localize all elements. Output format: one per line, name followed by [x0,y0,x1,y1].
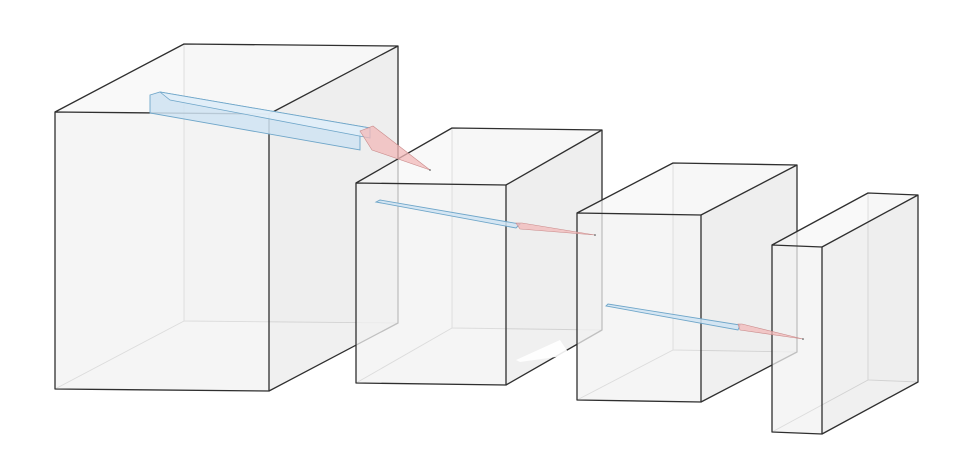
conv-volume-2-depth-edge [700,164,798,216]
conv-volume-2 [576,162,798,403]
output-volume-top-face [772,193,918,247]
kernel-3-projection-tip [802,338,804,340]
kernel-1 [149,91,431,171]
output-volume-front-face [772,245,822,434]
kernel-2-projection-tip [594,234,596,236]
conv-volume-1-top-face [356,128,602,185]
conv-volume-1-highlight [516,340,570,362]
conv-volume-2-top-face [577,163,797,215]
input-volume-top-face [55,44,398,114]
kernel-2 [374,199,596,236]
input-volume [54,43,399,392]
conv-volume-2-front-face [577,213,701,402]
input-volume-front-face [55,112,269,391]
kernel-3 [605,303,804,340]
output-volume-side-face [822,195,918,434]
conv-volume-1-front-face [356,183,506,385]
conv-volume-1 [355,127,603,386]
output-volume-depth-edge [821,194,919,248]
conv-volume-1-depth-edge [505,129,603,186]
kernel-1-projection-tip [429,169,431,171]
output-volume [771,192,919,435]
input-volume-depth-edge [268,45,399,115]
